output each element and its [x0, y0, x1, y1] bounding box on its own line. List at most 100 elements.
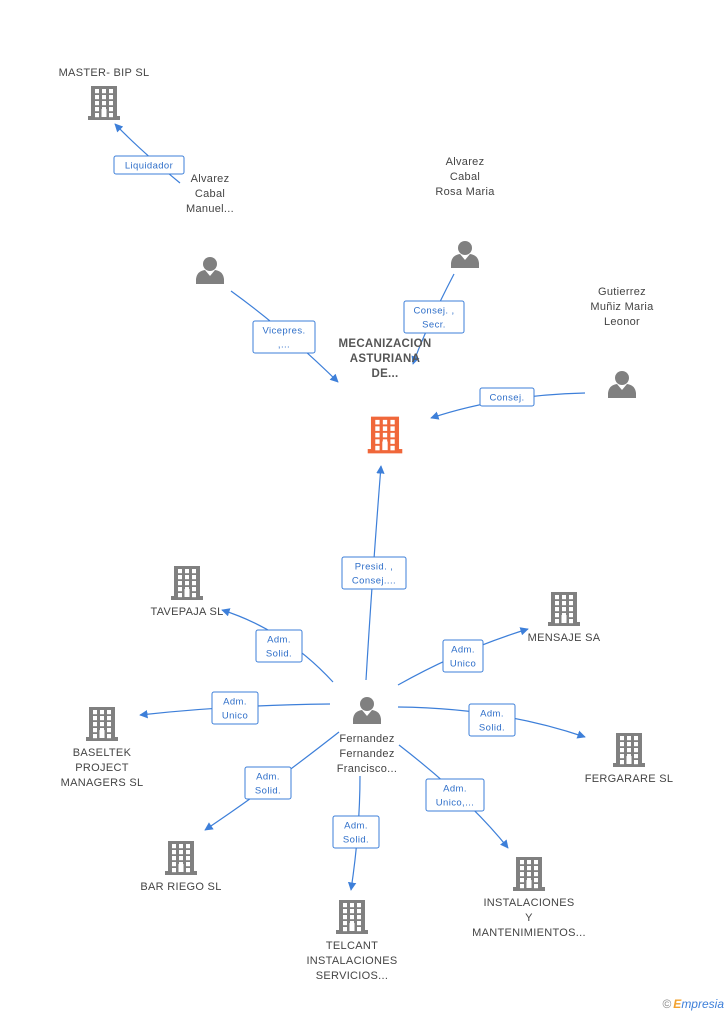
brand-name: mpresia — [681, 997, 724, 1011]
node-label: TAVEPAJA SL — [151, 606, 224, 618]
edge-label-box[interactable] — [113, 155, 185, 175]
node-label: Alvarez — [191, 173, 230, 185]
edge-label-box[interactable] — [211, 691, 259, 725]
node-tavepaja[interactable]: TAVEPAJA SL — [151, 566, 224, 618]
edge-label-box[interactable] — [252, 320, 316, 354]
edge-label-text: Adm. — [344, 821, 368, 832]
edge-fernandez-to-mecanizacion: Presid. , Consej.... — [341, 465, 407, 681]
edge-fernandez-to-instalaciones: Adm. Unico,... — [398, 744, 509, 849]
edge-label-text: Adm. — [256, 772, 280, 783]
edge-label-box[interactable] — [244, 766, 292, 800]
node-instalaciones[interactable]: INSTALACIONES Y MANTENIMIENTOS... — [472, 857, 586, 939]
node-label: MANAGERS SL — [61, 777, 144, 789]
node-mecanizacion[interactable]: MECANIZACIONASTURIANADE... — [338, 338, 431, 454]
node-label: MENSAJE SA — [528, 632, 601, 644]
node-label: FERGARARE SL — [585, 773, 674, 785]
node-label: Manuel... — [186, 203, 234, 215]
node-label: MECANIZACION — [338, 338, 431, 350]
node-label: Cabal — [450, 171, 480, 183]
edge-label-text: Vicepres. — [262, 326, 305, 337]
edge-label-text: Solid. — [255, 786, 281, 797]
edge-fernandez-to-baseltek: Adm. Unico — [139, 691, 331, 725]
edge-label-text: Secr. — [422, 320, 446, 331]
edge-label-text: Solid. — [479, 723, 505, 734]
building-icon — [88, 86, 120, 120]
node-alvarez-manuel[interactable]: AlvarezCabalManuel... — [186, 173, 234, 284]
node-mensaje[interactable]: MENSAJE SA — [528, 592, 601, 644]
person-icon — [196, 257, 224, 284]
node-telcant[interactable]: TELCANT INSTALACIONES SERVICIOS... — [306, 900, 397, 982]
edge-label-box[interactable] — [332, 815, 380, 849]
edge-label-text: Adm. — [451, 645, 475, 656]
person-icon — [608, 371, 636, 398]
edge-label-text: Unico — [222, 711, 248, 722]
edge-label-text: Consej. — [489, 393, 524, 404]
edge-label-text: Adm. — [223, 697, 247, 708]
node-label: INSTALACIONES — [483, 897, 574, 909]
node-label: DE... — [371, 368, 398, 380]
building-icon — [548, 592, 580, 626]
edge-label-box[interactable] — [442, 639, 484, 673]
edge-label-text: Consej.... — [352, 576, 396, 587]
edge-label-text: Consej. , — [413, 306, 454, 317]
node-label: INSTALACIONES — [306, 955, 397, 967]
edge-fernandez-to-tavepaja: Adm. Solid. — [221, 608, 334, 683]
person-icon — [451, 241, 479, 268]
edge-fernandez-to-mensaje: Adm. Unico — [397, 627, 529, 686]
edge-label-box[interactable] — [425, 778, 485, 812]
edge-label-text: Adm. — [267, 635, 291, 646]
edge-alvarez-rosa-to-mecanizacion: Consej. , Secr. — [403, 273, 465, 365]
building-icon — [367, 416, 403, 454]
edge-label-text: Adm. — [480, 709, 504, 720]
node-master-bip[interactable]: MASTER- BIP SL — [59, 67, 150, 120]
node-label: MANTENIMIENTOS... — [472, 927, 586, 939]
node-label: PROJECT — [75, 762, 128, 774]
edge-label-text: Solid. — [266, 649, 292, 660]
edge-alvarez-manuel-to-mecanizacion: Vicepres.,... — [230, 290, 339, 383]
node-label: Gutierrez — [598, 286, 646, 298]
node-fernandez[interactable]: FernandezFernandezFrancisco... — [337, 697, 397, 775]
building-icon — [336, 900, 368, 934]
node-label: MASTER- BIP SL — [59, 67, 150, 79]
node-label: BASELTEK — [73, 747, 132, 759]
edge-label-text: Adm. — [443, 784, 467, 795]
edge-label-box[interactable] — [479, 387, 535, 407]
building-icon — [613, 733, 645, 767]
person-icon — [353, 697, 381, 724]
node-label: Muñiz Maria — [590, 301, 654, 313]
edge-gutierrez-to-mecanizacion: Consej. — [430, 387, 586, 420]
node-bar-riego[interactable]: BAR RIEGO SL — [140, 841, 221, 893]
node-label: Rosa Maria — [435, 186, 495, 198]
copyright-symbol: © — [662, 997, 672, 1011]
edge-arrow — [114, 123, 181, 184]
edge-label-box[interactable] — [468, 703, 516, 737]
building-icon — [165, 841, 197, 875]
brand-e: E — [673, 997, 682, 1011]
edge-label-text: ,... — [278, 340, 290, 351]
node-label: Fernandez — [339, 733, 394, 745]
node-label: Cabal — [195, 188, 225, 200]
edge-alvarez-manuel-to-master-bip: Liquidador — [113, 123, 185, 184]
node-label: Fernandez — [339, 748, 394, 760]
edge-label-box[interactable] — [403, 300, 465, 334]
node-fergarare[interactable]: FERGARARE SL — [585, 733, 674, 785]
node-label: TELCANT — [326, 940, 378, 952]
node-label: SERVICIOS... — [316, 970, 388, 982]
node-label: Alvarez — [446, 156, 485, 168]
node-baseltek[interactable]: BASELTEK PROJECT MANAGERS SL — [61, 707, 144, 789]
building-icon — [513, 857, 545, 891]
node-label: Y — [525, 912, 533, 924]
edge-label-text: Unico — [450, 659, 476, 670]
edge-label-box[interactable] — [255, 629, 303, 663]
edge-label-text: Unico,... — [436, 798, 474, 809]
node-label: BAR RIEGO SL — [140, 881, 221, 893]
edge-label-box[interactable] — [341, 556, 407, 590]
building-icon — [86, 707, 118, 741]
node-label: Francisco... — [337, 763, 397, 775]
edge-label-text: Presid. , — [355, 562, 393, 573]
